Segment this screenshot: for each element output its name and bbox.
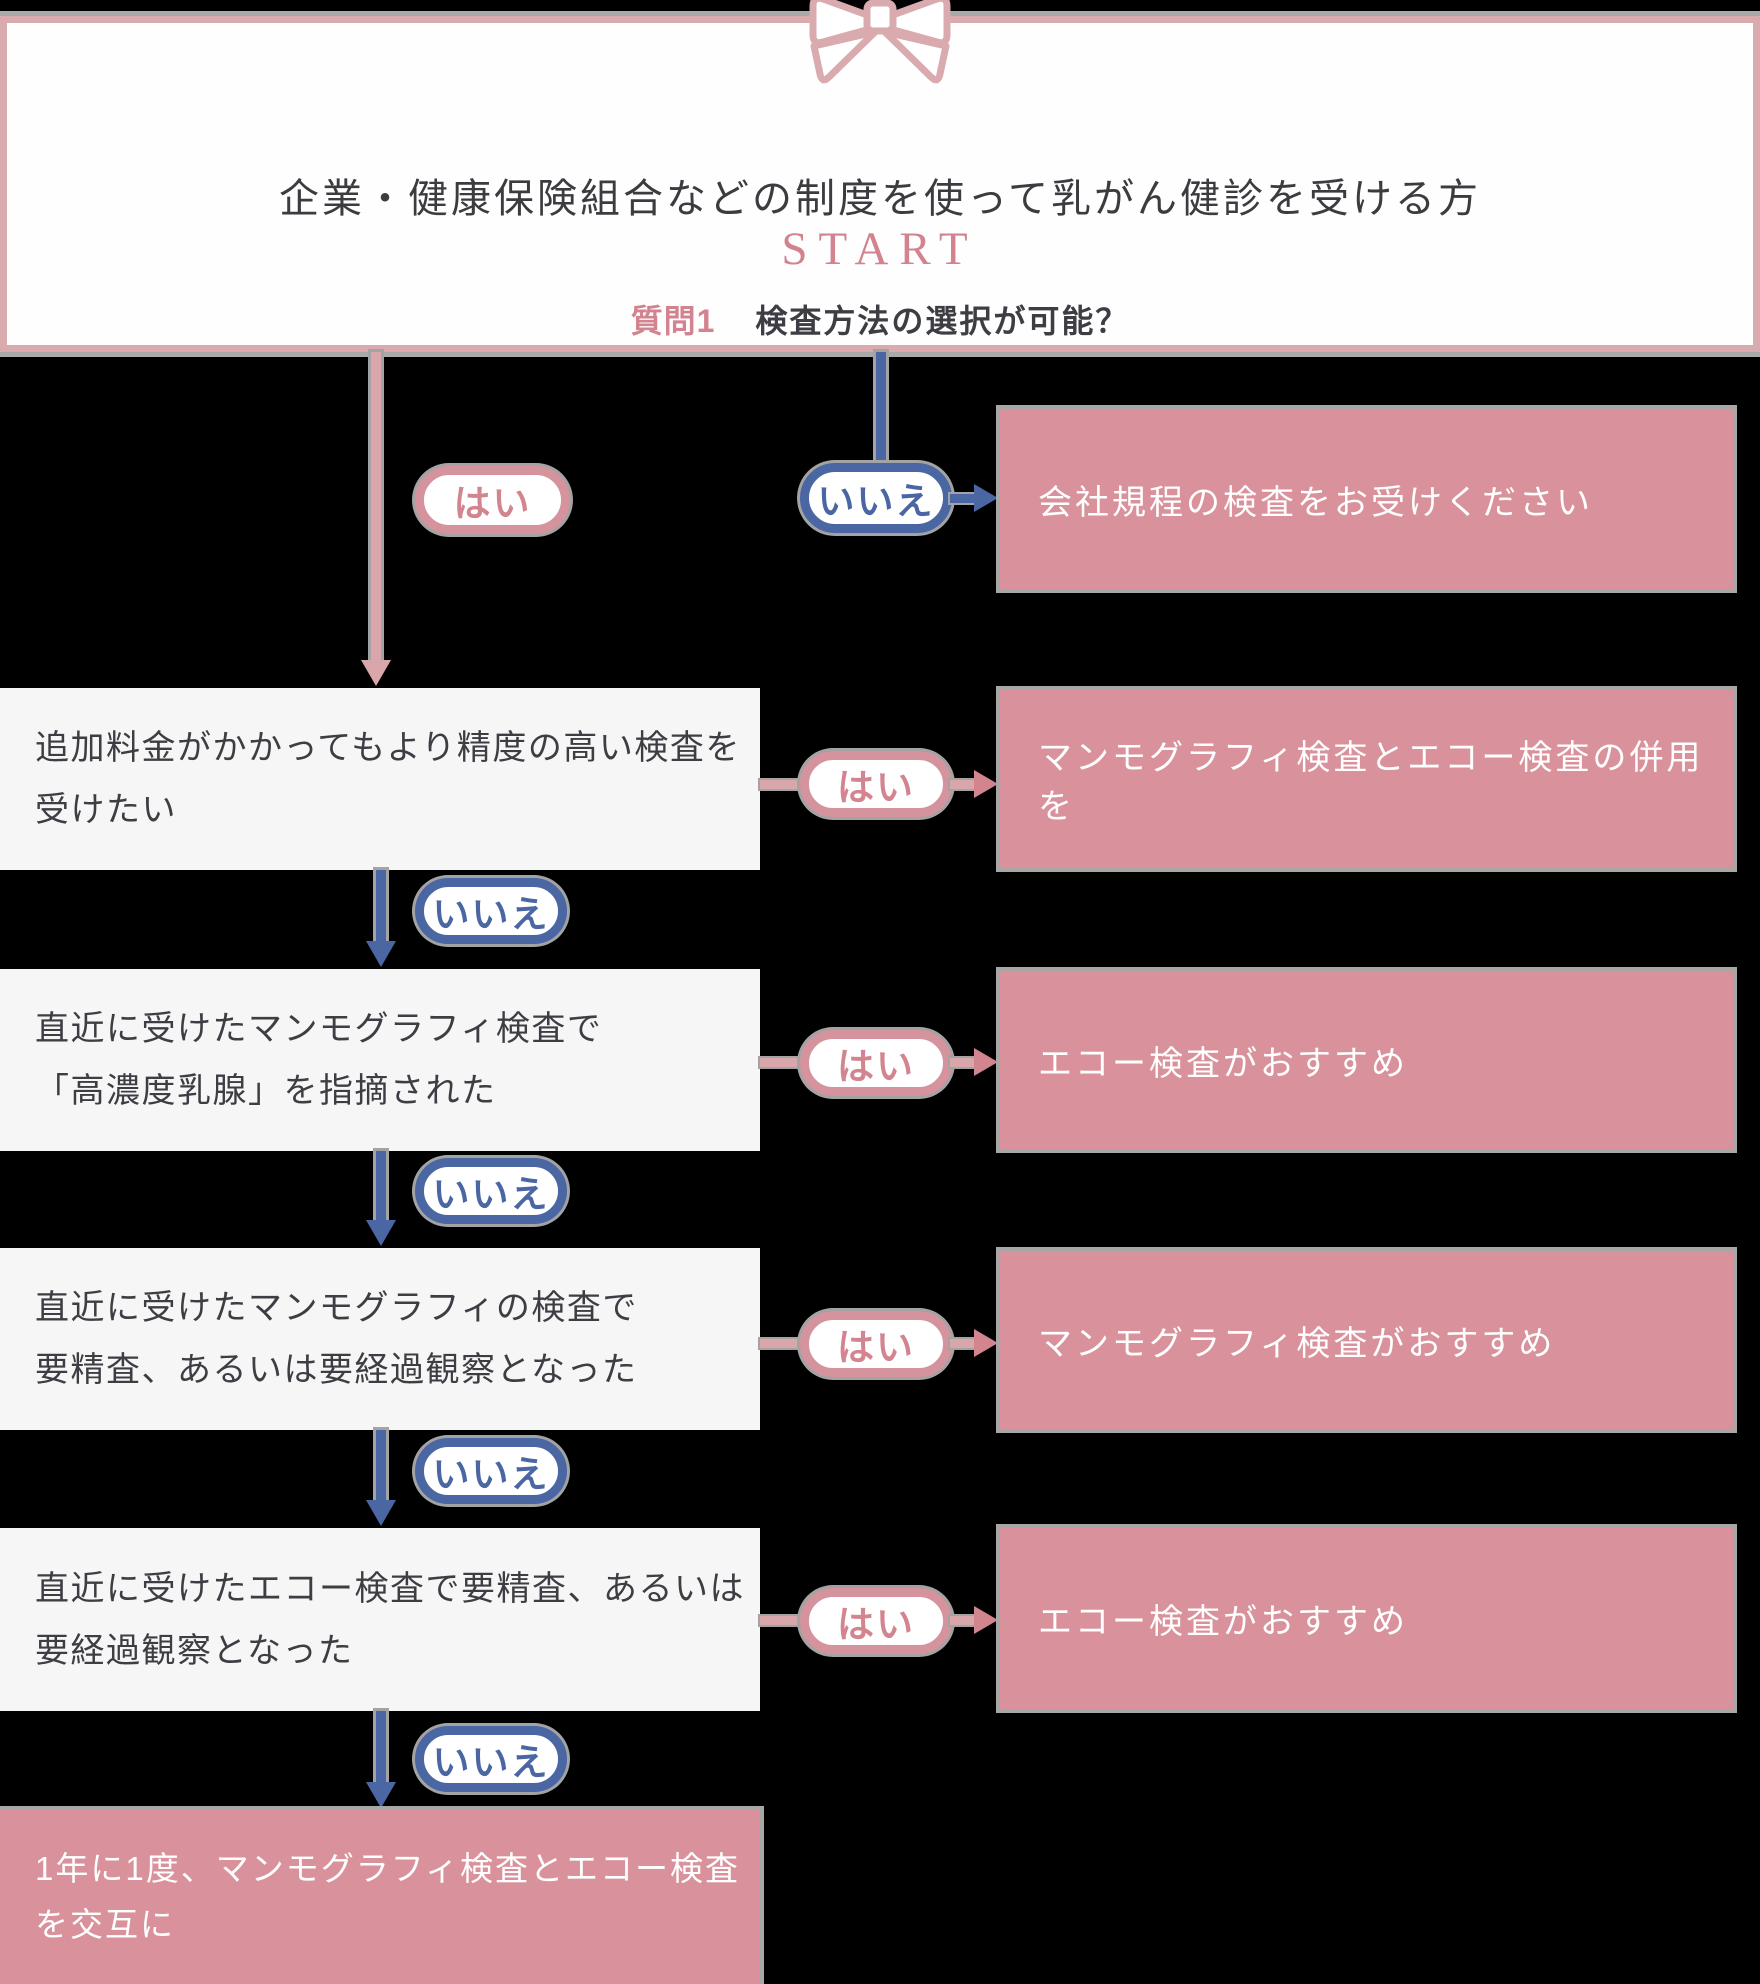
connector-yes-result-line	[950, 1058, 974, 1067]
no-pill-label: いいえ	[432, 1742, 550, 1783]
answer-box-3: エコー検査がおすすめ	[996, 967, 1737, 1153]
yes-pill-label: はい	[837, 1327, 915, 1368]
connector-yes-result-line	[950, 1616, 974, 1625]
connector-no-down-line	[376, 1151, 386, 1220]
question-box-4: 直近に受けたマンモグラフィの検査で 要精査、あるいは要経過観察となった	[0, 1248, 760, 1430]
final-answer-box: 1年に1度、マンモグラフィ検査とエコー検査 を交互に	[0, 1806, 764, 1984]
answer-text: エコー検査がおすすめ	[1038, 1044, 1408, 1083]
yes-pill-3: はい	[800, 1030, 952, 1096]
connector-yes-result-line	[950, 780, 974, 789]
arrow-down-icon	[366, 1500, 396, 1526]
connector-no-branch-line	[876, 352, 886, 463]
no-pill-label: いいえ	[432, 1174, 550, 1215]
arrow-right-icon	[974, 1606, 998, 1634]
no-pill-label: いいえ	[432, 1454, 550, 1495]
arrow-right-icon	[974, 770, 998, 798]
connector-no-down-line	[376, 1711, 386, 1782]
question-box-5: 直近に受けたエコー検査で要精査、あるいは 要経過観察となった	[0, 1528, 760, 1711]
connector-yes-stub	[760, 1616, 802, 1625]
yes-pill-4: はい	[800, 1311, 952, 1377]
connector-no-down-line	[376, 1430, 386, 1500]
answer-text: 会社規程の検査をお受けください	[1038, 483, 1593, 522]
question-text-line: 直近に受けたマンモグラフィ検査で	[35, 1010, 603, 1048]
answer-text: エコー検査がおすすめ	[1038, 1603, 1408, 1641]
flow-title: 企業・健康保険組合などの制度を使って乳がん健診を受ける方	[279, 176, 1481, 221]
answer-text: マンモグラフィ検査がおすすめ	[1038, 1324, 1556, 1363]
yes-pill-label: はい	[837, 1046, 915, 1087]
question-text-line: 直近に受けたエコー検査で要精査、あるいは	[35, 1569, 745, 1608]
yes-pill-1: はい	[415, 466, 570, 534]
no-pill-5: いいえ	[415, 1726, 567, 1792]
arrow-down-icon	[366, 1220, 396, 1246]
yes-pill-label: はい	[837, 1604, 915, 1645]
no-pill-label: いいえ	[817, 481, 935, 522]
connector-no-down-line	[376, 870, 386, 941]
yes-pill-2: はい	[800, 751, 952, 817]
arrow-down-icon	[366, 941, 396, 967]
no-pill-1: いいえ	[800, 463, 952, 533]
answer-text: 1年に1度、マンモグラフィ検査とエコー検査	[35, 1850, 741, 1887]
yes-pill-label: はい	[837, 767, 915, 808]
yes-pill-5: はい	[800, 1588, 952, 1654]
no-pill-3: いいえ	[415, 1158, 567, 1224]
answer-box-5: エコー検査がおすすめ	[996, 1524, 1737, 1713]
connector-yes-stub	[760, 1058, 802, 1067]
no-pill-4: いいえ	[415, 1438, 567, 1504]
arrow-down-icon	[361, 660, 391, 686]
yes-pill-label: はい	[453, 483, 532, 524]
arrow-right-icon	[974, 1329, 998, 1357]
question-box-2: 追加料金がかかってもより精度の高い検査を 受けたい	[0, 688, 760, 870]
answer-text: マンモグラフィ検査とエコー検査の併用を	[1038, 739, 1704, 826]
answer-text: を交互に	[35, 1906, 175, 1943]
connector-yes-stub	[760, 1339, 802, 1348]
arrow-down-icon	[366, 1782, 396, 1808]
question-text-line: 要経過観察となった	[35, 1631, 354, 1670]
question-text-line: 追加料金がかかってもより精度の高い検査を	[35, 729, 741, 767]
ribbon-icon	[804, 0, 956, 96]
no-pill-label: いいえ	[432, 894, 550, 935]
question1-row: 質問1 検査方法の選択が可能？	[0, 296, 1760, 342]
answer-box-4: マンモグラフィ検査がおすすめ	[996, 1247, 1737, 1433]
question1-text: 検査方法の選択が可能？	[755, 303, 1130, 339]
arrow-right-icon	[974, 484, 998, 512]
answer-box-1: 会社規程の検査をお受けください	[996, 405, 1737, 593]
connector-yes-result-line	[950, 1339, 974, 1348]
question-text-line: 「高濃度乳腺」を指摘された	[35, 1072, 497, 1110]
connector-no-result-line	[950, 494, 974, 503]
no-pill-2: いいえ	[415, 878, 567, 944]
question-text-line: 要精査、あるいは要経過観察となった	[35, 1351, 638, 1389]
connector-yes-stub	[760, 780, 802, 789]
question-text-line: 受けたい	[35, 791, 177, 829]
connector-yes-branch-line	[371, 352, 381, 660]
question1-tag: 質問1	[630, 303, 716, 339]
arrow-right-icon	[974, 1048, 998, 1076]
question-box-3: 直近に受けたマンモグラフィ検査で 「高濃度乳腺」を指摘された	[0, 969, 760, 1151]
start-label: START	[781, 223, 979, 275]
question-text-line: 直近に受けたマンモグラフィの検査で	[35, 1289, 638, 1327]
answer-box-2: マンモグラフィ検査とエコー検査の併用を	[996, 686, 1737, 872]
